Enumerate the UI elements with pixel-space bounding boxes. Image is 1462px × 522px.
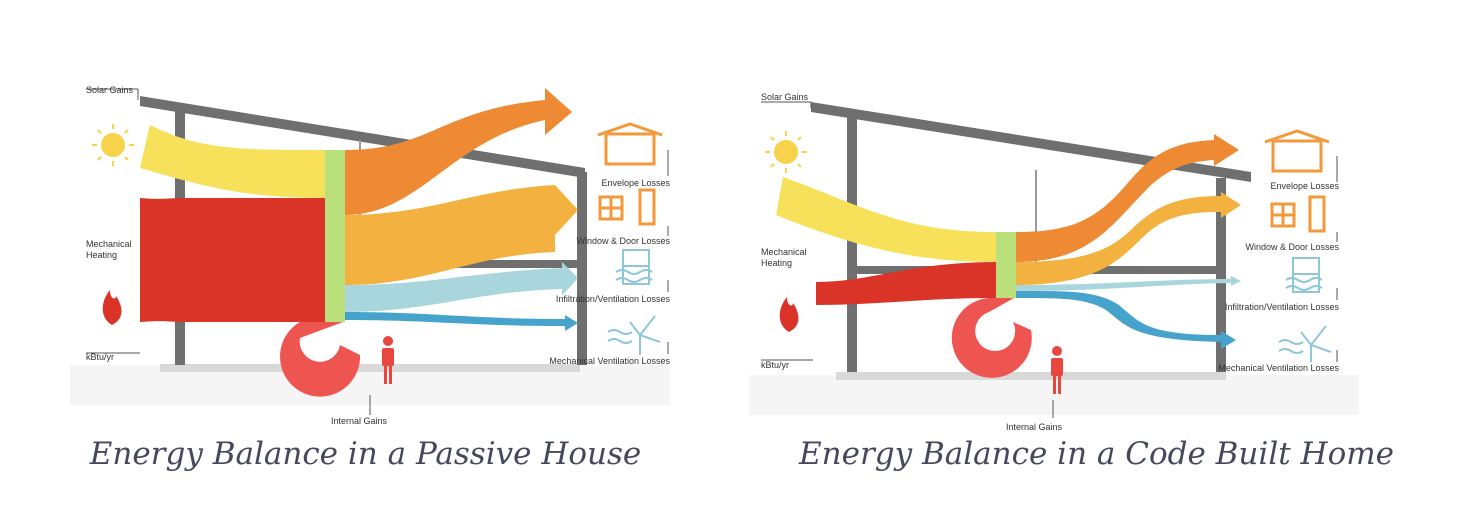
- window-door-losses-flow: [1016, 192, 1241, 285]
- infiltration-losses-label: Infiltration/Ventilation Losses: [556, 294, 671, 304]
- solar-gains-label: Solar Gains: [86, 85, 134, 95]
- infiltration-losses-flow: [345, 262, 578, 312]
- internal-gains-loop: [951, 298, 1032, 378]
- leader-lines: [86, 88, 669, 415]
- internal-gains-loop: [280, 322, 361, 397]
- roof: [811, 102, 1251, 182]
- right-wall: [577, 172, 587, 365]
- mechanical-ventilation-losses-flow: [345, 312, 578, 331]
- leader-lines: [761, 101, 1338, 418]
- mechanical-heating-label-1: Mechanical: [86, 239, 132, 249]
- mechanical-heating-band: [185, 198, 325, 322]
- sun-icon: [92, 124, 134, 166]
- solar-gains-flow: [140, 125, 325, 198]
- envelope-house-icon: [597, 122, 663, 166]
- solar-gains-label: Solar Gains: [761, 92, 809, 102]
- envelope-losses-label: Envelope Losses: [601, 178, 670, 188]
- flame-icon: [779, 297, 799, 332]
- person-icon: [1051, 346, 1063, 394]
- envelope-losses-label: Envelope Losses: [1270, 181, 1339, 191]
- code-built-home-caption: Energy Balance in a Code Built Home: [799, 436, 1394, 472]
- infiltration-losses-label: Infiltration/Ventilation Losses: [1225, 302, 1340, 312]
- ventilation-fan-icon: [607, 315, 661, 355]
- infiltration-window-icon: [615, 249, 653, 285]
- passive-house-panel: Solar Gains Mechanical Heating kBtu/yr I…: [70, 85, 671, 472]
- window-door-losses-flow: [345, 185, 578, 285]
- mechanical-ventilation-losses-label: Mechanical Ventilation Losses: [1218, 363, 1339, 373]
- infiltration-losses-flow: [1016, 276, 1241, 291]
- mechanical-heating-flow: [140, 198, 185, 322]
- mechanical-ventilation-losses-label: Mechanical Ventilation Losses: [549, 356, 670, 366]
- windows-band: [325, 150, 345, 322]
- envelope-house-icon: [1264, 129, 1330, 173]
- passive-house-caption: Energy Balance in a Passive House: [89, 436, 642, 472]
- internal-gains-label: Internal Gains: [331, 416, 388, 426]
- window-door-icon: [1270, 195, 1326, 233]
- roof: [140, 96, 585, 178]
- mechanical-ventilation-losses-flow: [1016, 290, 1236, 349]
- code-built-home-panel: Solar Gains Mechanical Heating kBtu/yr I…: [731, 0, 1462, 522]
- person-icon: [382, 336, 394, 384]
- passive-house-diagram: Solar Gains Mechanical Heating kBtu/yr I…: [70, 85, 671, 426]
- code-built-home-diagram: Solar Gains Mechanical Heating kBtu/yr I…: [749, 92, 1359, 430]
- units-label: kBtu/yr: [761, 360, 789, 370]
- mechanical-heating-label-2: Heating: [86, 250, 117, 260]
- envelope-losses-flow: [1016, 134, 1239, 262]
- left-wall: [847, 112, 857, 372]
- flame-icon: [102, 290, 122, 325]
- infiltration-window-icon: [1285, 257, 1323, 293]
- units-label: kBtu/yr: [86, 352, 114, 362]
- windows-band: [996, 232, 1016, 298]
- window-door-icon: [598, 188, 656, 226]
- sun-icon: [765, 131, 807, 173]
- mechanical-heating-flow: [816, 262, 996, 305]
- window-door-losses-label: Window & Door Losses: [1245, 242, 1339, 252]
- ventilation-fan-icon: [1278, 325, 1332, 362]
- ground-slab: [160, 364, 580, 372]
- window-door-losses-label: Window & Door Losses: [576, 236, 670, 246]
- ground-slab: [836, 372, 1226, 380]
- envelope-losses-flow: [345, 88, 572, 215]
- mechanical-heating-label-2: Heating: [761, 258, 792, 268]
- internal-gains-label: Internal Gains: [1006, 422, 1063, 430]
- mechanical-heating-label-1: Mechanical: [761, 247, 807, 257]
- right-wall: [1216, 178, 1226, 372]
- solar-gains-flow: [776, 177, 996, 262]
